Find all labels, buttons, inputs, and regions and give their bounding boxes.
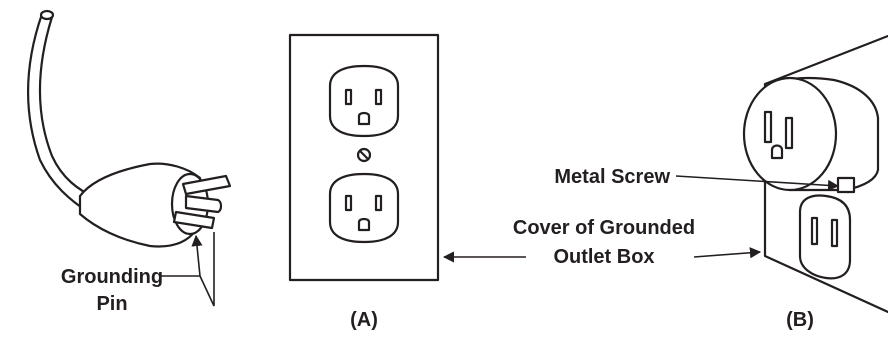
cover-label-line1: Cover of Grounded [513, 217, 695, 239]
duplex-outlet-icon [288, 33, 440, 282]
cover-arrow-b [693, 247, 762, 259]
grounded-plug-icon [27, 9, 232, 248]
metal-screw-arrow [675, 175, 840, 191]
grounding-pin-arrow-2 [199, 232, 215, 307]
panel-b-label: (B) [786, 309, 814, 331]
cover-label-line2: Outlet Box [553, 246, 654, 268]
grounding-pin-label-line2: Pin [96, 293, 127, 315]
metal-screw-label: Metal Screw [554, 166, 670, 188]
grounding-adapter-icon [742, 34, 888, 314]
panel-a-label: (A) [350, 309, 378, 331]
grounding-pin-label-line1: Grounding [61, 266, 163, 288]
